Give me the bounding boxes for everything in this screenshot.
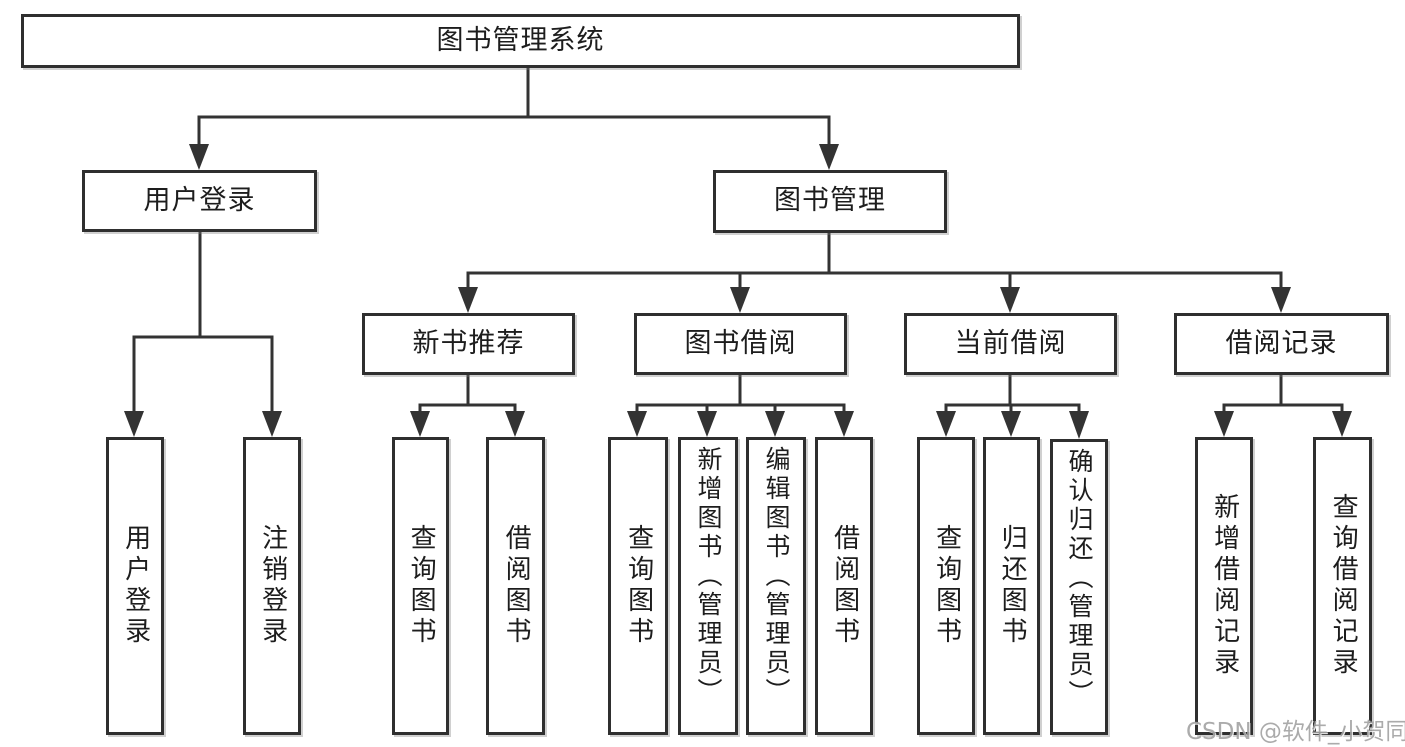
- csdn-watermark: CSDN @软件_小贺同学: [1186, 719, 1405, 745]
- connector-book-borrow-subtree: [635, 375, 846, 415]
- node-borrowing-records: 借阅记录: [1174, 313, 1389, 375]
- leaf-borrowing-borrow-books: 借阅图书: [815, 437, 873, 735]
- node-book-management: 图书管理: [713, 170, 947, 233]
- node-user-login: 用户登录: [82, 170, 317, 232]
- connector-new-book-rec-subtree: [418, 375, 517, 415]
- connector-root-to-level2: [197, 68, 831, 150]
- leaf-user-login: 用户登录: [106, 437, 164, 735]
- node-current-borrowing: 当前借阅: [904, 313, 1117, 375]
- leaf-records-add-record: 新增借阅记录: [1195, 437, 1253, 735]
- node-new-book-recommend: 新书推荐: [362, 313, 575, 375]
- node-library-system: 图书管理系统: [21, 14, 1020, 68]
- leaf-current-confirm-return-admin: 确认归还（管理员）: [1050, 439, 1108, 735]
- leaf-records-query-record: 查询借阅记录: [1313, 437, 1372, 735]
- leaf-recommend-borrow-books: 借阅图书: [486, 437, 545, 735]
- leaf-logout: 注销登录: [243, 437, 301, 735]
- node-book-borrowing: 图书借阅: [634, 313, 847, 375]
- connector-current-borrow-subtree: [944, 375, 1081, 415]
- leaf-current-return-books: 归还图书: [983, 437, 1040, 735]
- leaf-recommend-query-books: 查询图书: [392, 437, 449, 735]
- leaf-current-query-books: 查询图书: [917, 437, 975, 735]
- connector-user-login-subtree: [132, 232, 274, 415]
- connector-borrow-records-subtree: [1222, 375, 1344, 415]
- arrowheads: [124, 144, 1352, 439]
- leaf-borrowing-edit-books-admin: 编辑图书（管理员）: [746, 437, 806, 735]
- leaf-borrowing-query-books: 查询图书: [608, 437, 668, 735]
- leaf-borrowing-add-books-admin: 新增图书（管理员）: [678, 437, 738, 735]
- connector-book-mgmt-to-level3: [466, 233, 1283, 291]
